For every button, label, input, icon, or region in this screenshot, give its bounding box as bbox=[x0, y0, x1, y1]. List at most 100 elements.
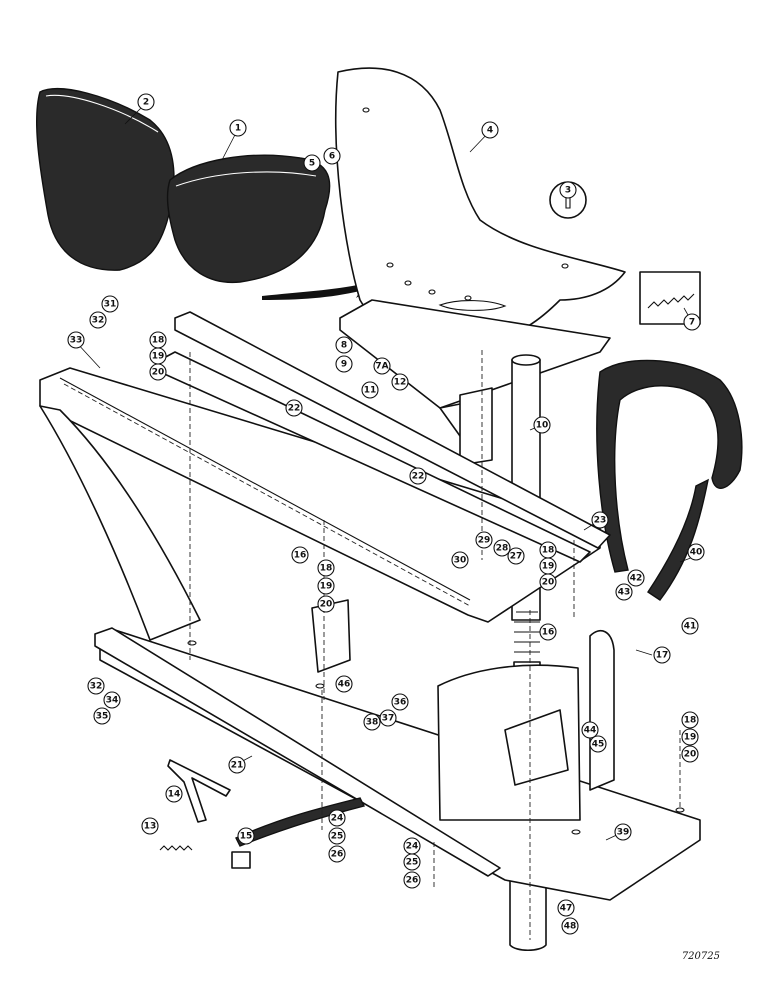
callout-label: 46 bbox=[338, 680, 351, 690]
callout-label: 43 bbox=[618, 588, 631, 598]
callout-label: 34 bbox=[106, 696, 119, 706]
callout-label: 27 bbox=[510, 552, 523, 562]
callout-label: 1 bbox=[235, 124, 241, 134]
callout-circle bbox=[103, 691, 121, 709]
callout-20d: 20 bbox=[317, 595, 335, 613]
callout-circle bbox=[403, 871, 421, 889]
callout-circle bbox=[409, 467, 427, 485]
callout-circle bbox=[539, 623, 557, 641]
callout-19c: 19 bbox=[149, 347, 167, 365]
callout-circle bbox=[335, 336, 353, 354]
callout-18b: 18 bbox=[681, 711, 699, 729]
callout-circle bbox=[67, 331, 85, 349]
callout-circle bbox=[363, 713, 381, 731]
callout-2: 2 bbox=[137, 93, 155, 111]
callout-circle bbox=[237, 827, 255, 845]
callout-32: 32 bbox=[89, 311, 107, 329]
callout-21: 21 bbox=[228, 756, 246, 774]
callout-circle bbox=[285, 399, 303, 417]
callout-circle bbox=[291, 546, 309, 564]
callout-label: 35 bbox=[96, 712, 109, 722]
callout-48: 48 bbox=[561, 917, 579, 935]
callout-35: 35 bbox=[93, 707, 111, 725]
callout-circle bbox=[328, 827, 346, 845]
callout-label: 9 bbox=[341, 360, 347, 370]
callout-24b: 24 bbox=[403, 837, 421, 855]
callout-31: 31 bbox=[101, 295, 119, 313]
callout-circle bbox=[561, 917, 579, 935]
callout-46: 46 bbox=[335, 675, 353, 693]
callout-label: 44 bbox=[584, 726, 597, 736]
callout-circle bbox=[403, 853, 421, 871]
callout-circle bbox=[379, 709, 397, 727]
callout-20c: 20 bbox=[149, 363, 167, 381]
callout-circle bbox=[317, 595, 335, 613]
lever-knob bbox=[231, 851, 251, 869]
callout-22b: 22 bbox=[409, 467, 427, 485]
callout-20: 20 bbox=[539, 573, 557, 591]
callout-4: 4 bbox=[481, 121, 499, 139]
callout-44: 44 bbox=[581, 721, 599, 739]
seat-belt bbox=[596, 359, 743, 573]
callout-label: 13 bbox=[144, 822, 157, 832]
callout-circle bbox=[481, 121, 499, 139]
callout-circle bbox=[87, 677, 105, 695]
callout-45: 45 bbox=[589, 735, 607, 753]
callout-circle bbox=[681, 711, 699, 729]
callout-38: 38 bbox=[363, 713, 381, 731]
callout-circle bbox=[328, 809, 346, 827]
callout-label: 28 bbox=[496, 544, 509, 554]
callout-label: 18 bbox=[320, 564, 333, 574]
callout-label: 25 bbox=[406, 858, 419, 868]
callout-label: 11 bbox=[364, 386, 377, 396]
callout-circle bbox=[141, 817, 159, 835]
callout-label: 36 bbox=[394, 698, 407, 708]
callout-label: 4 bbox=[487, 126, 493, 136]
callout-label: 32 bbox=[90, 682, 103, 692]
callout-7: 7 bbox=[683, 313, 701, 331]
callout-8: 8 bbox=[335, 336, 353, 354]
callout-19d: 19 bbox=[317, 577, 335, 595]
callout-circle bbox=[653, 646, 671, 664]
callout-20b: 20 bbox=[681, 745, 699, 763]
callout-29: 29 bbox=[475, 531, 493, 549]
callout-label: 7A bbox=[375, 362, 388, 372]
callout-15: 15 bbox=[237, 827, 255, 845]
seat-back-cushion bbox=[36, 88, 175, 271]
callout-16: 16 bbox=[291, 546, 309, 564]
callout-label: 20 bbox=[320, 600, 333, 610]
callout-47: 47 bbox=[557, 899, 575, 917]
callout-circle bbox=[627, 569, 645, 587]
guide-bracket bbox=[589, 629, 615, 791]
callout-label: 5 bbox=[309, 159, 315, 169]
callout-12: 12 bbox=[391, 373, 409, 391]
callout-circle bbox=[165, 785, 183, 803]
callout-circle bbox=[229, 119, 247, 137]
callout-circle bbox=[687, 543, 705, 561]
callout-label: 20 bbox=[152, 368, 165, 378]
callout-14: 14 bbox=[165, 785, 183, 803]
callout-circle bbox=[493, 539, 511, 557]
return-spring bbox=[159, 845, 193, 851]
base-plate bbox=[99, 629, 701, 901]
seat-cushion bbox=[166, 154, 331, 284]
callout-circle bbox=[328, 845, 346, 863]
callout-circle bbox=[137, 93, 155, 111]
callout-circle bbox=[581, 721, 599, 739]
callout-label: 18 bbox=[152, 336, 165, 346]
callout-label: 45 bbox=[592, 740, 605, 750]
callout-label: 18 bbox=[684, 716, 697, 726]
callout-27: 27 bbox=[507, 547, 525, 565]
callout-37: 37 bbox=[379, 709, 397, 727]
callout-label: 40 bbox=[690, 548, 703, 558]
callout-label: 17 bbox=[656, 651, 669, 661]
callout-circle bbox=[149, 363, 167, 381]
callout-circle bbox=[391, 373, 409, 391]
mount-bracket bbox=[311, 599, 351, 673]
callout-label: 23 bbox=[594, 516, 607, 526]
callout-28: 28 bbox=[493, 539, 511, 557]
callout-label: 31 bbox=[104, 300, 117, 310]
callout-circle bbox=[539, 573, 557, 591]
